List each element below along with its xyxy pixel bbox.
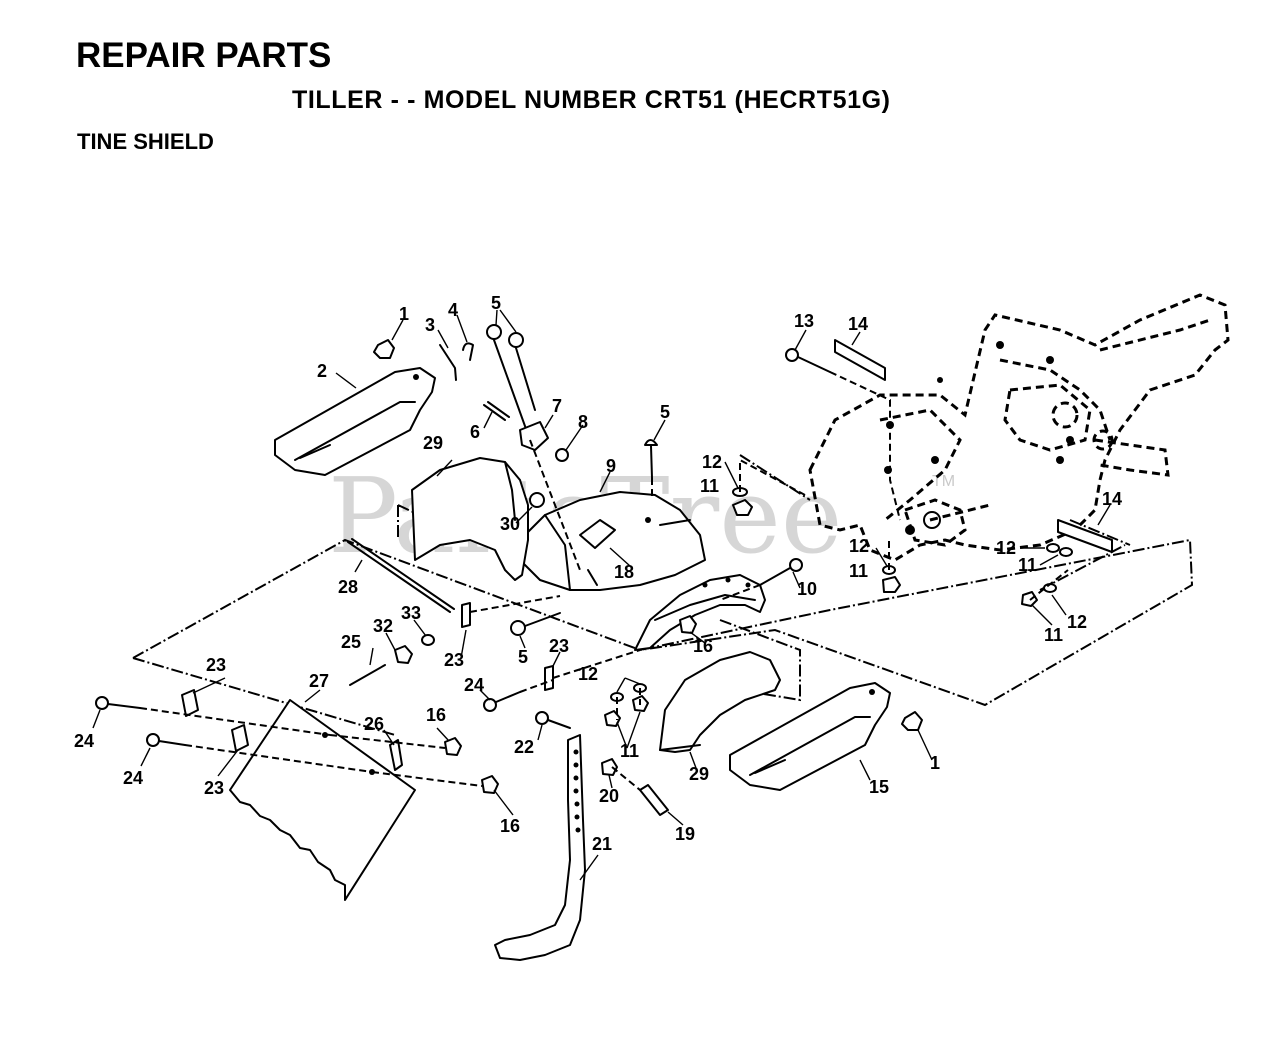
page-title: REPAIR PARTS — [76, 36, 332, 75]
tine-shield-part — [519, 491, 706, 591]
deflector-plate-part — [229, 699, 416, 901]
callout-30: 30 — [500, 514, 520, 534]
callout-11: 11 — [1018, 555, 1037, 575]
callout-26: 26 — [364, 714, 384, 734]
callout-12: 12 — [849, 536, 869, 556]
callout-23: 23 — [204, 778, 224, 798]
callout-10: 10 — [797, 579, 817, 599]
callout-28: 28 — [338, 577, 358, 597]
tiller-transmission-outline — [808, 293, 1230, 562]
callout-24: 24 — [123, 768, 143, 788]
left-fender-part — [274, 367, 436, 476]
inner-shield-left-part — [411, 457, 529, 581]
callout-21: 21 — [592, 834, 612, 854]
callout-15: 15 — [869, 777, 889, 797]
callout-labels: 1 1 2 3 4 5 5 5 6 7 8 9 10 11 11 11 11 1… — [74, 293, 1122, 854]
callout-29: 29 — [689, 764, 709, 784]
callout-1: 1 — [399, 304, 409, 324]
callout-11: 11 — [620, 741, 639, 761]
drag-bar-part — [494, 734, 586, 961]
callout-13: 13 — [794, 311, 814, 331]
callout-2: 2 — [317, 361, 327, 381]
callout-14: 14 — [848, 314, 868, 334]
callout-6: 6 — [470, 422, 480, 442]
rod-part — [347, 538, 455, 613]
callout-5: 5 — [660, 402, 670, 422]
callout-7: 7 — [552, 396, 562, 416]
callout-19: 19 — [675, 824, 695, 844]
callout-5: 5 — [518, 647, 528, 667]
callout-16: 16 — [500, 816, 520, 836]
assembly-lines — [139, 371, 1069, 791]
callout-4: 4 — [448, 300, 458, 320]
callout-9: 9 — [606, 456, 616, 476]
callout-3: 3 — [425, 315, 435, 335]
callout-24: 24 — [464, 675, 484, 695]
watermark-tm: TM — [932, 473, 955, 490]
callout-23: 23 — [549, 636, 569, 656]
callout-23: 23 — [444, 650, 464, 670]
callout-12: 12 — [578, 664, 598, 684]
callout-27: 27 — [309, 671, 329, 691]
callout-32: 32 — [373, 616, 393, 636]
callout-33: 33 — [401, 603, 421, 623]
callout-22: 22 — [514, 737, 534, 757]
leader-lines — [92, 309, 1111, 881]
callout-24: 24 — [74, 731, 94, 751]
right-fender-part — [729, 682, 891, 791]
callout-14: 14 — [1102, 489, 1122, 509]
callout-16: 16 — [426, 705, 446, 725]
callout-8: 8 — [578, 412, 588, 432]
callout-23: 23 — [206, 655, 226, 675]
callout-16: 16 — [693, 636, 713, 656]
callout-12: 12 — [702, 452, 722, 472]
inner-shield-right-part — [659, 651, 781, 753]
section-title: TINE SHIELD — [77, 129, 214, 154]
callout-11: 11 — [700, 476, 719, 496]
right-shield-rib-part — [634, 574, 766, 651]
callout-20: 20 — [599, 786, 619, 806]
callout-18: 18 — [614, 562, 634, 582]
callout-12: 12 — [996, 538, 1016, 558]
callout-12: 12 — [1067, 612, 1087, 632]
model-subtitle: TILLER - - MODEL NUMBER CRT51 (HECRT51G) — [292, 86, 891, 114]
callout-25: 25 — [341, 632, 361, 652]
callout-29: 29 — [423, 433, 443, 453]
callout-11: 11 — [849, 561, 868, 581]
callout-5: 5 — [491, 293, 501, 313]
callout-1: 1 — [930, 753, 940, 773]
callout-11: 11 — [1044, 625, 1063, 645]
